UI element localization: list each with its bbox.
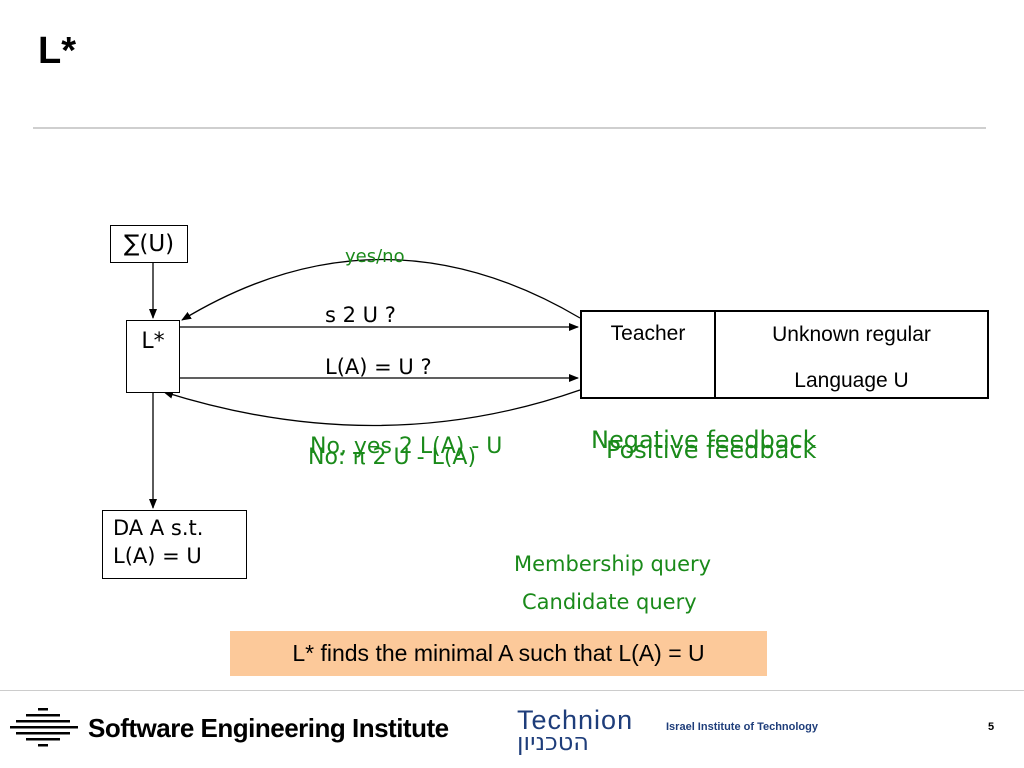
technion-hebrew-name: הטכניון bbox=[517, 728, 589, 756]
unknown-language-cell: Unknown regular Language U bbox=[716, 312, 987, 397]
page-number: 5 bbox=[988, 721, 995, 733]
candidate-question-label: L(A) = U ? bbox=[325, 355, 432, 379]
learner-box: L* bbox=[126, 320, 180, 393]
technion-subtitle: Israel Institute of Technology bbox=[666, 721, 818, 733]
membership-question-label: s 2 U ? bbox=[325, 303, 396, 327]
title-divider bbox=[33, 127, 986, 129]
teacher-cell: Teacher bbox=[582, 312, 716, 397]
result-line-2: L(A) = U bbox=[113, 544, 202, 568]
answer-yes-label: No, yes 2 L(A) - U bbox=[310, 434, 503, 459]
result-line-1: DA A s.t. bbox=[113, 516, 204, 540]
positive-feedback-label: Positive feedback bbox=[606, 436, 817, 464]
technion-name: Technion bbox=[517, 705, 634, 735]
result-box: DA A s.t. L(A) = U bbox=[102, 510, 247, 579]
summary-banner: L* finds the minimal A such that L(A) = … bbox=[230, 631, 767, 676]
negative-feedback-label: Negative feedback bbox=[591, 426, 817, 454]
unknown-language-line-2: Language U bbox=[794, 369, 909, 392]
sei-name: Software Engineering Institute bbox=[88, 713, 449, 743]
membership-query-legend: Membership query bbox=[514, 552, 712, 576]
yes-no-label: yes/no bbox=[345, 246, 405, 267]
unknown-language-line-1: Unknown regular bbox=[772, 323, 931, 346]
slide-title: L* bbox=[38, 30, 76, 72]
arrow-counterexample-curve bbox=[163, 389, 581, 427]
sei-logo-icon bbox=[10, 708, 78, 747]
teacher-table: Teacher Unknown regular Language U bbox=[580, 310, 989, 399]
candidate-query-legend: Candidate query bbox=[522, 590, 697, 614]
alphabet-box: ∑(U) bbox=[110, 225, 188, 263]
answer-no-label: No: π 2 U - L(A) bbox=[308, 445, 477, 470]
footer-divider bbox=[0, 690, 1024, 691]
